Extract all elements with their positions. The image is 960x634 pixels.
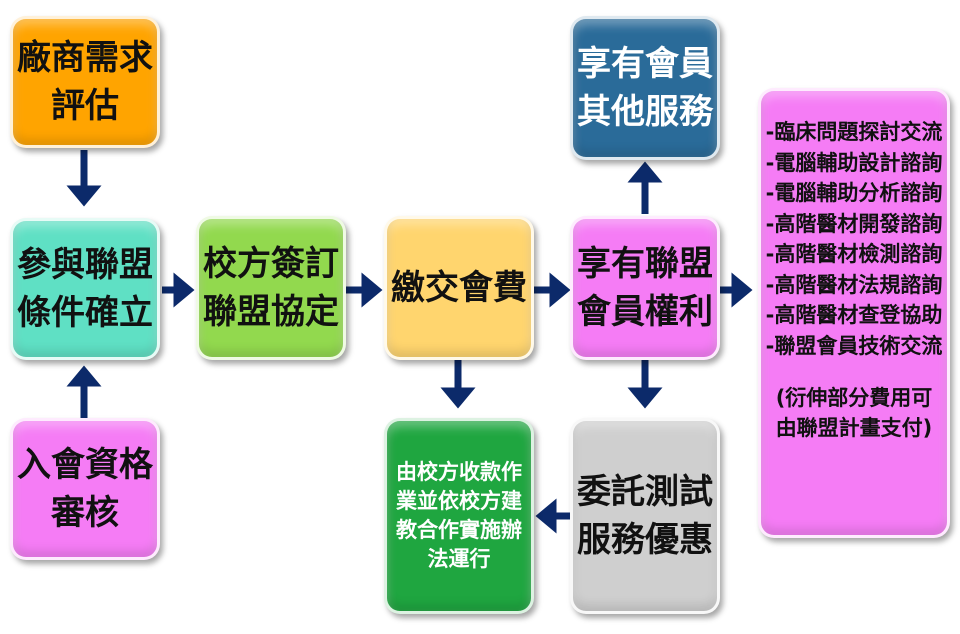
box-membership-review: 入會資格 審核 [10, 418, 160, 560]
box-alliance-conditions-label: 參與聯盟 條件確立 [17, 245, 153, 333]
box-services-list: -臨床問題探討交流 -電腦輔助設計諮詢 -電腦輔助分析諮詢 -高階醫材開發諮詢 … [758, 88, 950, 538]
service-item: -聯盟會員技術交流 [765, 333, 943, 358]
box-sign-agreement-label: 校方簽訂 聯盟協定 [203, 244, 339, 332]
service-item: -高階醫材開發諮詢 [765, 211, 943, 236]
box-other-services-label: 享有會員 其他服務 [577, 44, 713, 132]
service-item: -高階醫材法規諮詢 [765, 272, 943, 297]
box-sign-agreement: 校方簽訂 聯盟協定 [196, 216, 346, 360]
box-pay-fee: 繳交會費 [384, 216, 534, 360]
box-vendor-assessment: 廠商需求 評估 [10, 16, 160, 148]
box-vendor-assessment-label: 廠商需求 評估 [17, 38, 153, 126]
service-item: -電腦輔助設計諮詢 [765, 150, 943, 175]
services-note: (衍伸部分費用可 由聯盟計畫支付) [775, 386, 933, 440]
box-other-services: 享有會員 其他服務 [570, 16, 720, 160]
box-member-rights: 享有聯盟 會員權利 [570, 216, 720, 360]
service-item: -電腦輔助分析諮詢 [765, 181, 943, 205]
box-membership-review-label: 入會資格 審核 [17, 445, 153, 533]
service-item: -高階醫材檢測諮詢 [765, 242, 943, 266]
box-school-process: 由校方收款作 業並依校方建 教合作實施辦 法運行 [384, 418, 534, 614]
box-pay-fee-label: 繳交會費 [391, 268, 527, 308]
box-testing-discount-label: 委託測試 服務優惠 [577, 472, 713, 560]
box-member-rights-label: 享有聯盟 會員權利 [577, 244, 713, 332]
box-alliance-conditions: 參與聯盟 條件確立 [10, 218, 160, 360]
service-item: -高階醫材查登協助 [765, 303, 943, 327]
box-school-process-label: 由校方收款作 業並依校方建 教合作實施辦 法運行 [396, 460, 522, 571]
service-item: -臨床問題探討交流 [765, 120, 943, 144]
box-testing-discount: 委託測試 服務優惠 [570, 418, 720, 614]
